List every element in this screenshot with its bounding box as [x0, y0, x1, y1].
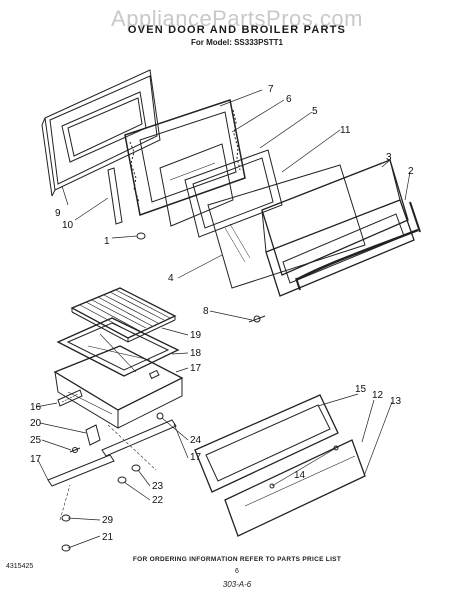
callout-1: 1 [104, 236, 110, 247]
page-number: 6 [235, 568, 239, 575]
callout-9: 9 [55, 208, 61, 219]
callout-3: 3 [386, 152, 392, 163]
callout-17-right: 17 [190, 452, 202, 463]
callout-29: 29 [102, 515, 114, 526]
callout-20: 19 [190, 330, 202, 341]
callout-25: 24 [190, 435, 202, 446]
callout-18: 17 [190, 363, 202, 374]
fasteners [61, 464, 141, 552]
document-number: 4315425 [6, 563, 34, 570]
callout-19: 18 [190, 348, 202, 359]
callout-2: 2 [408, 166, 414, 177]
callout-labels: 7 6 5 11 3 2 4 8 19 18 17 9 10 1 16 20 2… [30, 84, 414, 543]
outer-door-panel [207, 164, 366, 289]
ordering-note: FOR ORDERING INFORMATION REFER TO PARTS … [132, 556, 342, 563]
page-title: OVEN DOOR AND BROILER PARTS [127, 24, 347, 36]
broiler-drawer [53, 345, 184, 429]
screw [248, 315, 266, 323]
callout-6: 6 [286, 94, 292, 105]
callout-16: 16 [30, 402, 42, 413]
sheet-code: 303-A-6 [222, 580, 252, 589]
callout-8: 8 [203, 306, 209, 317]
door-handle [295, 201, 421, 291]
callout-4: 4 [168, 273, 174, 284]
callout-17-left: 17 [30, 454, 42, 465]
door-gasket-frame [124, 99, 246, 216]
broiler-pan [56, 317, 180, 377]
callout-5: 5 [312, 106, 318, 117]
callout-7: 7 [268, 84, 274, 95]
broiler-drawer-front [194, 394, 366, 537]
leader-lines [35, 89, 411, 549]
hinge-strip [107, 167, 146, 240]
callout-13: 13 [390, 396, 402, 407]
glass-pane [159, 143, 234, 227]
callout-12: 12 [372, 390, 384, 401]
broiler-rails [47, 419, 177, 521]
callout-11: 11 [340, 125, 351, 136]
broiler-hardware [57, 389, 164, 471]
callout-21: 20 [30, 418, 42, 429]
callout-23: 22 [152, 495, 164, 506]
callout-15: 15 [355, 384, 367, 395]
callout-22: 21 [102, 532, 114, 543]
model-subtitle: For Model: SS333PSTT1 [190, 38, 284, 47]
oven-door-outer [261, 159, 415, 297]
callout-24: 23 [152, 481, 164, 492]
callout-10: 10 [62, 220, 74, 231]
watermark: AppliancePartsPros.com [111, 6, 363, 31]
callout-26: 25 [30, 435, 42, 446]
inner-glass-frame [184, 149, 283, 238]
callout-14: 14 [294, 470, 306, 481]
inner-door-panel [41, 69, 161, 197]
